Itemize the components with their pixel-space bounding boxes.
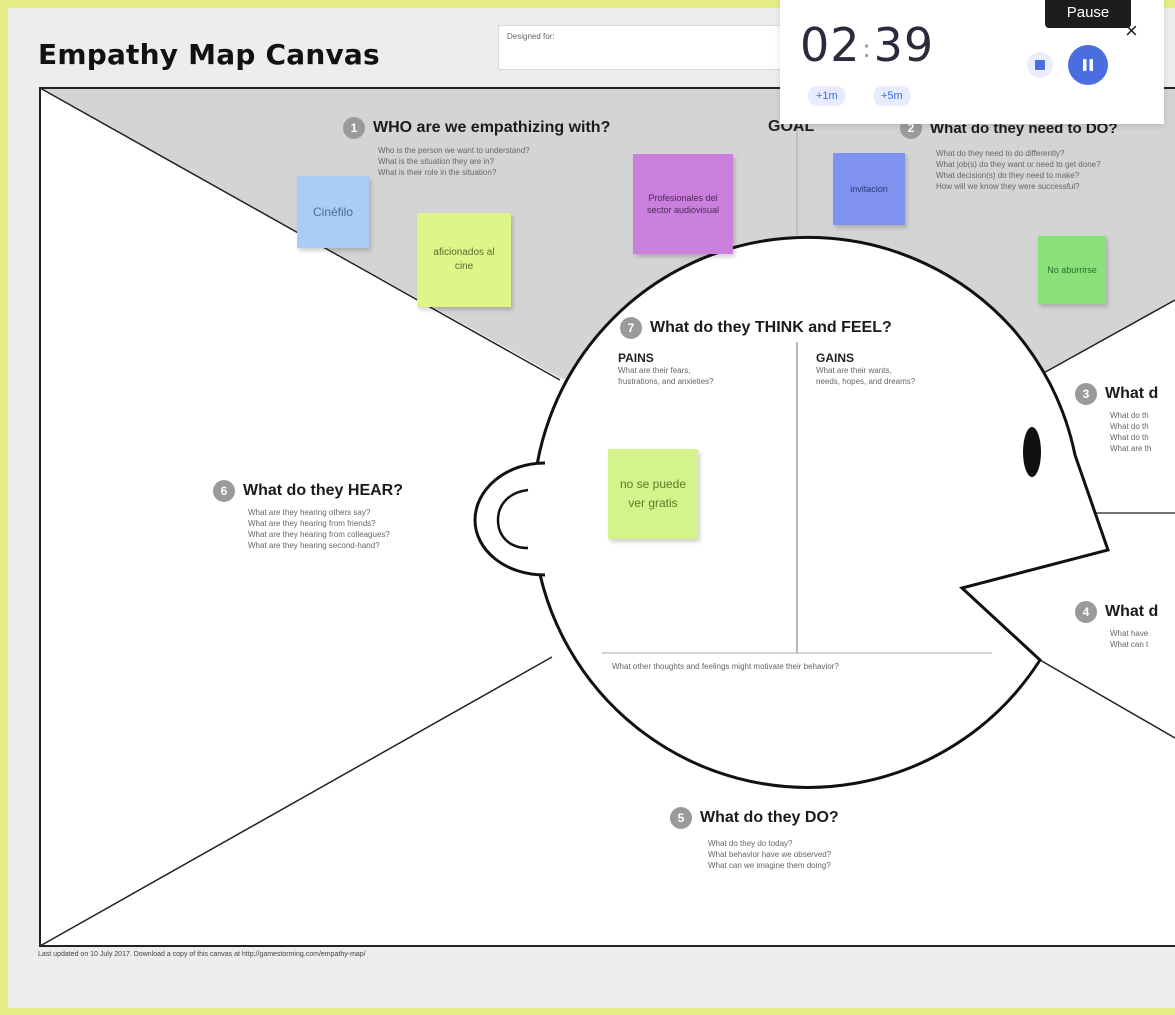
- need-prompt-3: What decision(s) do they need to make?: [936, 171, 1080, 180]
- need-prompt-1: What do they need to do differently?: [936, 149, 1065, 158]
- sticky-note-no-se-puede[interactable]: no se puede ver gratis: [608, 449, 698, 539]
- who-section-prompts: Who is the person we want to understand?…: [378, 145, 530, 178]
- who-prompt-1: Who is the person we want to understand?: [378, 146, 530, 155]
- footer-note: Last updated on 10 July 2017. Download a…: [38, 951, 366, 958]
- who-section-number: 1: [343, 117, 365, 139]
- gains-prompt-2: needs, hopes, and dreams?: [816, 377, 916, 386]
- do-section-heading: What do they DO?: [700, 809, 839, 826]
- do-prompt-1: What do they do today?: [708, 839, 793, 848]
- see-section-number: 3: [1075, 383, 1097, 405]
- think-section-title: 7 What do they THINK and FEEL?: [620, 317, 892, 339]
- see-prompt-3: What do th: [1110, 433, 1149, 442]
- stop-button[interactable]: [1027, 52, 1053, 78]
- sticky-note-profesionales[interactable]: Profesionales del sector audiovisual: [633, 154, 733, 254]
- do-prompt-3: What can we imagine them doing?: [708, 861, 831, 870]
- add-1-minute-button[interactable]: +1m: [808, 86, 846, 106]
- divider-bottom-right: [1039, 659, 1175, 739]
- pause-icon: [1083, 59, 1093, 71]
- divider-bottom-left: [39, 656, 553, 947]
- who-section-title: 1 WHO are we empathizing with?: [343, 117, 610, 139]
- think-bottom-prompt: What other thoughts and feelings might m…: [612, 662, 839, 671]
- who-prompt-3: What is their role in the situation?: [378, 168, 497, 177]
- eye-icon: [1023, 427, 1041, 477]
- do-section-number: 5: [670, 807, 692, 829]
- pause-button[interactable]: [1068, 45, 1108, 85]
- timer-minutes: 02: [800, 18, 861, 72]
- see-prompt-4: What are th: [1110, 444, 1152, 453]
- add-5-minutes-button[interactable]: +5m: [873, 86, 911, 106]
- hear-section-heading: What do they HEAR?: [243, 482, 403, 499]
- say-section-title: 4 What d: [1075, 601, 1158, 623]
- head-outline: [531, 235, 1110, 789]
- hear-section-prompts: What are they hearing others say? What a…: [248, 507, 390, 551]
- designed-for-label: Designed for:: [507, 32, 555, 41]
- pains-prompt-1: What are their fears,: [618, 366, 691, 375]
- do-section-title: 5 What do they DO?: [670, 807, 839, 829]
- pains-label: PAINS: [618, 351, 654, 365]
- close-icon[interactable]: ×: [1125, 18, 1138, 43]
- who-prompt-2: What is the situation they are in?: [378, 157, 495, 166]
- see-prompt-1: What do th: [1110, 411, 1149, 420]
- say-prompt-1: What have: [1110, 629, 1149, 638]
- page-title: Empathy Map Canvas: [38, 38, 380, 71]
- timer-separator: :: [862, 34, 872, 63]
- think-section-heading: What do they THINK and FEEL?: [650, 319, 892, 336]
- sticky-note-invitacion[interactable]: invitacion: [833, 153, 905, 225]
- pause-tooltip: Pause: [1045, 0, 1131, 28]
- do-section-prompts: What do they do today? What behavior hav…: [708, 838, 831, 871]
- gains-label: GAINS: [816, 351, 855, 365]
- need-prompt-2: What job(s) do they want or need to get …: [936, 160, 1101, 169]
- pains-prompt-2: frustrations, and anxieties?: [618, 377, 714, 386]
- hear-section-title: 6 What do they HEAR?: [213, 480, 403, 502]
- sticky-note-cinefilo[interactable]: Cinéfilo: [297, 176, 369, 248]
- say-prompt-2: What can t: [1110, 640, 1149, 649]
- see-section-prompts: What do th What do th What do th What ar…: [1110, 410, 1170, 454]
- need-prompt-4: How will we know they were successful?: [936, 182, 1080, 191]
- say-section-heading: What d: [1105, 603, 1159, 620]
- gains-prompt-1: What are their wants,: [816, 366, 892, 375]
- hear-prompt-3: What are they hearing from colleagues?: [248, 530, 390, 539]
- hear-prompt-2: What are they hearing from friends?: [248, 519, 376, 528]
- pains-block: PAINS What are their fears, frustrations…: [618, 351, 714, 387]
- canvas-border: [39, 87, 1175, 947]
- who-section-heading: WHO are we empathizing with?: [373, 119, 611, 136]
- see-section-title: 3 What d: [1075, 383, 1158, 405]
- need-section-prompts: What do they need to do differently? Wha…: [936, 148, 1101, 192]
- hear-section-number: 6: [213, 480, 235, 502]
- timer-seconds: 39: [873, 18, 935, 72]
- gains-block: GAINS What are their wants, needs, hopes…: [816, 351, 915, 387]
- timer-display: 02:39: [800, 18, 934, 72]
- hear-prompt-4: What are they hearing second-hand?: [248, 541, 380, 550]
- designed-for-field[interactable]: Designed for:: [498, 25, 798, 70]
- think-section-number: 7: [620, 317, 642, 339]
- sticky-note-no-aburrirse[interactable]: No aburrirse: [1038, 236, 1106, 304]
- stop-icon: [1035, 60, 1045, 70]
- say-section-prompts: What have What can t: [1110, 628, 1170, 650]
- ear-inner-icon: [496, 488, 529, 550]
- see-prompt-2: What do th: [1110, 422, 1149, 431]
- say-section-number: 4: [1075, 601, 1097, 623]
- see-section-heading: What d: [1105, 385, 1159, 402]
- sticky-note-aficionados[interactable]: aficionados al cine: [417, 213, 511, 307]
- do-prompt-2: What behavior have we observed?: [708, 850, 832, 859]
- divider-top-right: [1039, 299, 1175, 376]
- hear-prompt-1: What are they hearing others say?: [248, 508, 371, 517]
